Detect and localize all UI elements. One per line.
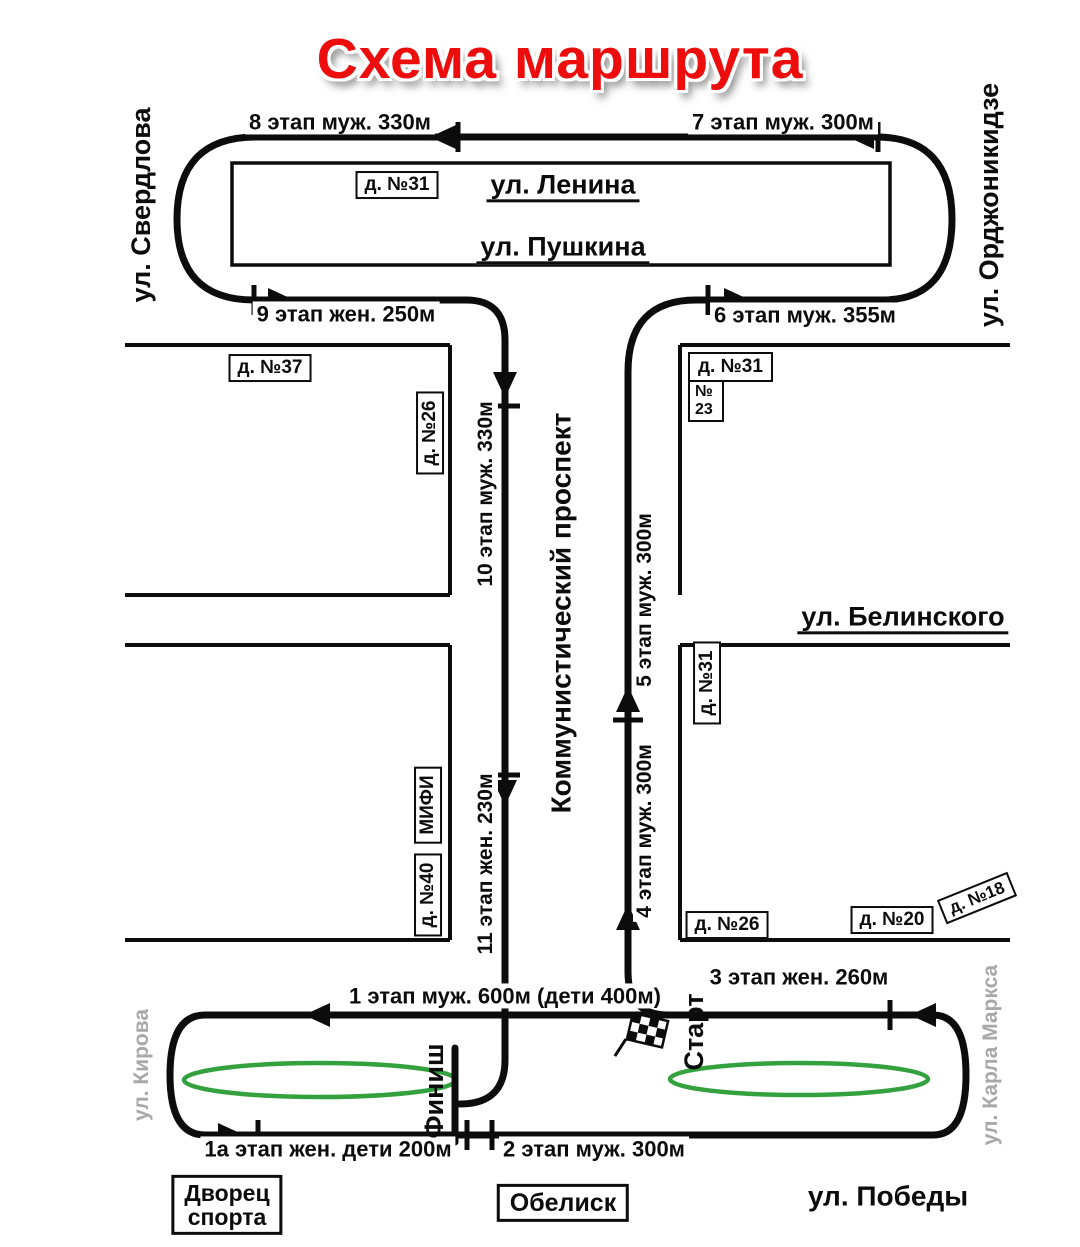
building-label-20: д. №20 — [850, 906, 934, 934]
street-label-sverdlova: ул. Свердлова — [125, 103, 157, 307]
stage-label-11: 11 этап жен. 230м — [473, 769, 499, 959]
relay-route-path — [166, 133, 970, 1139]
stage-label-9: 9 этап жен. 250м — [252, 301, 440, 327]
street-block-lines — [125, 343, 1010, 942]
street-label-ordzhonikidze: ул. Орджоникидзе — [973, 78, 1005, 332]
building-label-26-bottom: д. №26 — [685, 911, 769, 939]
stage-label-2: 2 этап муж. 300м — [499, 1136, 689, 1162]
stage-label-3: 3 этап жен. 260м — [705, 964, 893, 990]
building-label-23: № 23 — [688, 379, 724, 423]
street-label-kirova: ул. Кирова — [129, 1008, 153, 1122]
start-flag-icon — [613, 1011, 670, 1057]
stage-label-7: 7 этап муж. 300м — [688, 109, 878, 135]
stage-label-6: 6 этап муж. 355м — [710, 302, 900, 328]
street-label-pushkina: ул. Пушкина — [476, 231, 650, 265]
building-label-40: д. №40 — [414, 853, 442, 937]
top-city-block — [230, 161, 892, 267]
stage-label-4: 4 этап муж. 300м — [632, 740, 658, 922]
building-label-31-top: д. №31 — [355, 171, 439, 199]
street-label-lenina: ул. Ленина — [486, 169, 640, 203]
stage-label-10: 10 этап муж. 330м — [473, 397, 499, 591]
landmark-sports-palace: Дворец спорта — [171, 1174, 283, 1236]
page-title: Схема маршрута — [316, 27, 804, 92]
building-label-31-right-mid: д. №31 — [693, 641, 721, 725]
stage-label-1: 1 этап муж. 600м (дети 400м) — [345, 983, 665, 1009]
building-label-37: д. №37 — [228, 354, 312, 382]
stage-label-8: 8 этап муж. 330м — [245, 109, 435, 135]
stage-boundary-ticks — [251, 122, 893, 1150]
right-lawn-ellipse — [667, 1060, 931, 1098]
stage-label-1a: 1а этап жен. дети 200м — [200, 1136, 456, 1162]
street-label-pobedy: ул. Победы — [807, 1180, 969, 1212]
building-label-mephi: МИФИ — [414, 766, 442, 844]
street-label-kommunistichesky: Коммунистический проспект — [545, 408, 577, 818]
building-label-31-23-group: д. №31 № 23 — [688, 352, 773, 423]
street-label-belinskogo: ул. Белинского — [797, 601, 1009, 635]
finish-label: Финиш — [418, 1043, 449, 1139]
left-lawn-ellipse — [181, 1060, 459, 1100]
building-label-26-left: д. №26 — [416, 391, 444, 475]
street-label-karla-marksa: ул. Карла Маркса — [978, 964, 1002, 1146]
start-label: Старт — [678, 993, 709, 1071]
building-label-31-right-top: д. №31 — [688, 352, 773, 382]
landmark-obelisk: Обелиск — [496, 1183, 630, 1223]
stage-label-5: 5 этап муж. 300м — [632, 509, 658, 691]
